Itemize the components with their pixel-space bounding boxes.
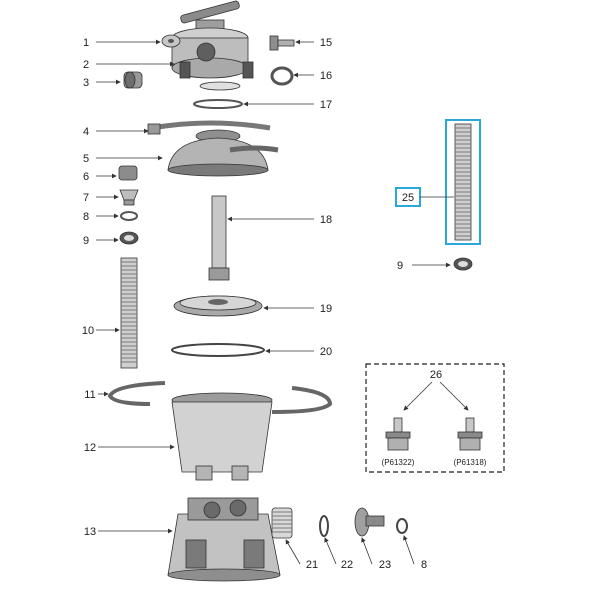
small-o-ring xyxy=(120,211,138,221)
callout-13: 13 xyxy=(84,526,96,538)
callout-10: 10 xyxy=(82,325,94,337)
lateral-assembly xyxy=(173,295,263,317)
callout-19: 19 xyxy=(320,303,332,315)
callout-20: 20 xyxy=(320,346,332,358)
hose-25 xyxy=(454,123,472,241)
valve-gasket xyxy=(193,99,243,109)
inset-code-left: (P61322) xyxy=(382,458,415,467)
adapter-right xyxy=(457,417,483,451)
hose-clamp xyxy=(119,231,139,245)
callout-3: 3 xyxy=(83,77,89,89)
leader-lines xyxy=(96,39,469,565)
inset-code-right: (P61318) xyxy=(454,458,487,467)
callout-1: 1 xyxy=(83,37,89,49)
hose-25-highlight-frame xyxy=(445,119,481,245)
tank-lid xyxy=(167,129,279,177)
callout-12: 12 xyxy=(84,442,96,454)
valve-o-ring xyxy=(270,66,294,86)
callout-4: 4 xyxy=(83,126,89,138)
callout-18: 18 xyxy=(320,214,332,226)
adapter-left xyxy=(385,417,411,451)
tank-holder xyxy=(107,381,333,414)
callout-9: 9 xyxy=(83,235,89,247)
callout-23: 23 xyxy=(379,559,391,571)
strainer-basket xyxy=(271,507,293,539)
callout-2: 2 xyxy=(83,59,89,71)
pressure-gauge xyxy=(161,34,181,48)
pipe-adapter xyxy=(118,165,138,181)
multiport-valve xyxy=(171,0,254,91)
callout-8: 8 xyxy=(83,211,89,223)
pump-base xyxy=(167,497,281,582)
callout-15: 15 xyxy=(320,37,332,49)
filter-tank xyxy=(171,392,273,481)
callout-labels: 1 2 3 4 5 6 7 8 9 10 11 12 13 15 16 17 1… xyxy=(82,37,487,571)
callout-11: 11 xyxy=(84,389,95,401)
hose-clamp-right xyxy=(453,257,473,271)
tank-o-ring xyxy=(171,343,265,357)
callout-21: 21 xyxy=(306,559,318,571)
inset-box xyxy=(365,363,505,473)
callout-22: 22 xyxy=(341,559,353,571)
callout-16: 16 xyxy=(320,70,332,82)
connecting-hose xyxy=(120,257,138,369)
bottom-o-ring xyxy=(396,518,408,534)
callout-6: 6 xyxy=(83,171,89,183)
callout-8-bottom: 8 xyxy=(421,559,427,571)
callout-26: 26 xyxy=(430,369,442,381)
strainer-fitting xyxy=(119,189,139,206)
callout-7: 7 xyxy=(83,192,89,204)
callout-5: 5 xyxy=(83,153,89,165)
strainer-cap xyxy=(354,507,385,537)
air-release-valve xyxy=(269,35,295,51)
callout-9-right: 9 xyxy=(397,260,403,272)
center-pipe xyxy=(208,195,230,281)
strainer-o-ring xyxy=(319,515,329,537)
callout-17: 17 xyxy=(320,99,332,111)
callout-25: 25 xyxy=(402,192,414,204)
drain-cap xyxy=(123,71,143,89)
